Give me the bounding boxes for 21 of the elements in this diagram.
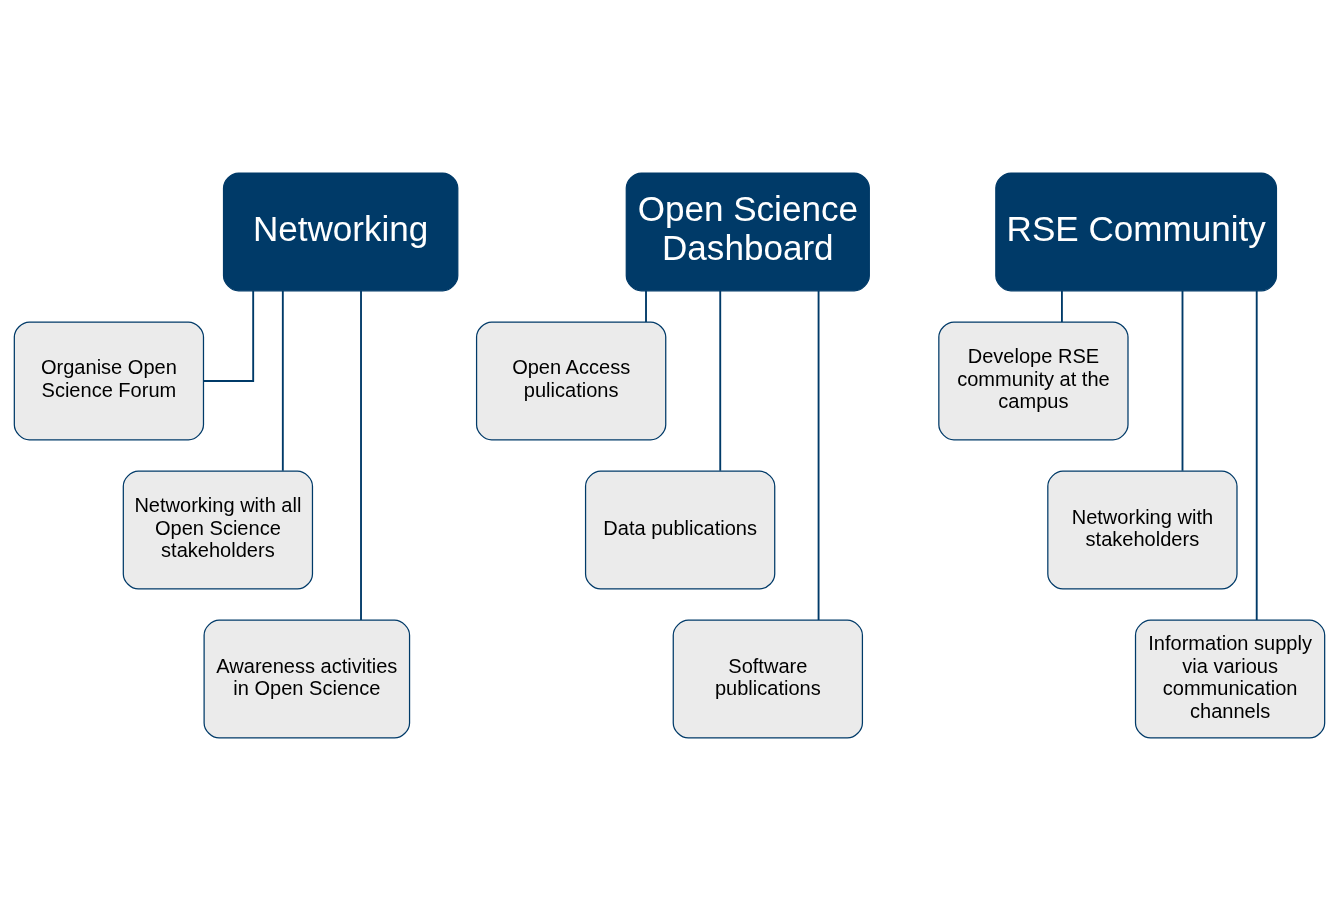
node-box: Data publications <box>584 470 775 590</box>
node-box: Information supply via various communication channels <box>1134 619 1325 739</box>
node-box: Awareness activities in Open Science <box>203 619 410 739</box>
node-box: Networking with stakeholders <box>1046 470 1238 590</box>
connector <box>281 289 284 472</box>
node-box: Networking with all Open Science stakeholders <box>122 470 313 590</box>
node-box: RSE Community <box>994 172 1277 292</box>
connector <box>718 289 721 472</box>
node-box: Develope RSE community at the campus <box>937 321 1129 441</box>
connector <box>202 289 254 382</box>
node-box: Organise Open Science Forum <box>13 321 204 441</box>
node-box: Software publications <box>672 619 863 739</box>
connector <box>817 289 819 621</box>
connector <box>359 289 362 621</box>
node-box: Networking <box>222 172 458 292</box>
connector <box>644 289 647 323</box>
connector <box>1060 289 1063 323</box>
connector <box>1255 289 1258 621</box>
node-box: Open Access pulications <box>475 321 666 441</box>
node-box: Open Science Dashboard <box>625 172 870 292</box>
connector <box>1181 289 1183 472</box>
